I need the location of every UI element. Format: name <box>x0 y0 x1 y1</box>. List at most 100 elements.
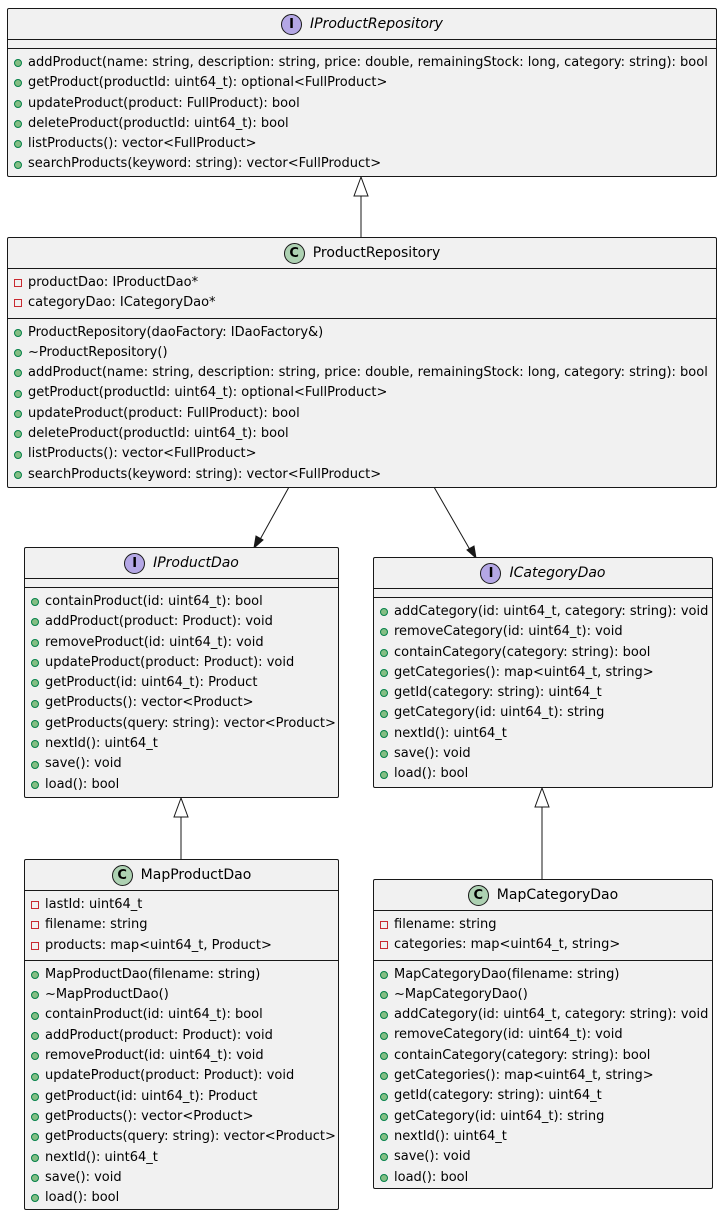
public-visibility-icon <box>380 729 388 738</box>
method-signature: removeCategory(id: uint64_t): void <box>394 624 623 640</box>
method-signature: containCategory(category: string): bool <box>394 1047 651 1063</box>
method-row: getProducts(): vector<Product> <box>25 693 338 713</box>
public-visibility-icon <box>31 1174 39 1182</box>
method-row: nextId(): uint64_t <box>374 1127 712 1147</box>
method-row: nextId(): uint64_t <box>25 1148 338 1168</box>
public-visibility-icon <box>31 971 39 980</box>
public-visibility-icon <box>14 99 22 108</box>
method-signature: load(): bool <box>394 766 469 782</box>
public-visibility-icon <box>380 1092 388 1101</box>
class-name: IProductRepository <box>310 16 443 32</box>
private-visibility-icon <box>31 901 39 910</box>
public-visibility-icon <box>31 659 39 668</box>
method-signature: MapProductDao(filename: string) <box>45 966 261 982</box>
public-visibility-icon <box>31 1092 39 1101</box>
method-row: addProduct(product: Product): void <box>25 1026 338 1046</box>
method-signature: getProducts(): vector<Product> <box>45 695 254 711</box>
method-row: load(): bool <box>374 764 712 784</box>
interface-badge-icon: I <box>124 552 146 574</box>
method-row: load(): bool <box>25 1188 338 1208</box>
field-signature: categories: map<uint64_t, string> <box>394 937 621 953</box>
method-signature: addCategory(id: uint64_t, category: stri… <box>394 1007 709 1023</box>
method-signature: removeProduct(id: uint64_t): void <box>45 1048 264 1064</box>
method-row: ProductRepository(daoFactory: IDaoFactor… <box>8 323 716 343</box>
method-signature: listProducts(): vector<FullProduct> <box>28 136 257 152</box>
method-row: removeProduct(id: uint64_t): void <box>25 633 338 653</box>
public-visibility-icon <box>14 79 22 88</box>
method-signature: updateProduct(product: FullProduct): boo… <box>28 95 300 111</box>
method-signature: deleteProduct(productId: uint64_t): bool <box>28 426 289 442</box>
association-arrowhead-categorydao <box>466 545 477 560</box>
method-row: addProduct(name: string, description: st… <box>8 363 716 383</box>
method-row: searchProducts(keyword: string): vector<… <box>8 154 716 174</box>
public-visibility-icon <box>31 719 39 728</box>
public-visibility-icon <box>380 1173 388 1182</box>
public-visibility-icon <box>31 1011 39 1020</box>
fields-compartment: filename: string categories: map<uint64_… <box>374 911 712 961</box>
method-signature: containProduct(id: uint64_t): bool <box>45 1007 263 1023</box>
method-signature: nextId(): uint64_t <box>394 725 507 741</box>
method-signature: getProducts(): vector<Product> <box>45 1108 254 1124</box>
association-line-productdao <box>256 486 290 546</box>
method-row: save(): void <box>374 1147 712 1167</box>
method-signature: load(): bool <box>45 1190 120 1206</box>
public-visibility-icon <box>380 689 388 698</box>
method-row: MapCategoryDao(filename: string) <box>374 965 712 985</box>
public-visibility-icon <box>31 1072 39 1081</box>
methods-compartment: ProductRepository(daoFactory: IDaoFactor… <box>8 319 716 489</box>
method-row: getProduct(id: uint64_t): Product <box>25 673 338 693</box>
method-signature: getCategories(): map<uint64_t, string> <box>394 664 654 680</box>
realization-arrowhead-mapproductdao <box>173 796 189 818</box>
method-row: removeProduct(id: uint64_t): void <box>25 1046 338 1066</box>
fields-compartment: lastId: uint64_t filename: string produc… <box>25 891 338 961</box>
public-visibility-icon <box>14 409 22 418</box>
method-signature: listProducts(): vector<FullProduct> <box>28 446 257 462</box>
public-visibility-icon <box>31 740 39 749</box>
method-row: getId(category: string): uint64_t <box>374 683 712 703</box>
public-visibility-icon <box>31 991 39 1000</box>
method-row: containProduct(id: uint64_t): bool <box>25 1005 338 1025</box>
fields-compartment <box>8 40 716 49</box>
method-signature: addCategory(id: uint64_t, category: stri… <box>394 604 709 619</box>
public-visibility-icon <box>380 628 388 637</box>
class-header: I IProductDao <box>25 548 338 579</box>
interface-badge-icon: I <box>281 13 303 35</box>
public-visibility-icon <box>14 120 22 129</box>
method-signature: getProduct(productId: uint64_t): optiona… <box>28 75 388 91</box>
public-visibility-icon <box>31 598 39 607</box>
public-visibility-icon <box>380 750 388 759</box>
method-signature: ProductRepository(daoFactory: IDaoFactor… <box>28 324 324 340</box>
class-name: ICategoryDao <box>509 565 606 581</box>
method-row: updateProduct(product: FullProduct): boo… <box>8 404 716 424</box>
class-name: ProductRepository <box>312 245 441 261</box>
method-signature: load(): bool <box>45 776 120 792</box>
method-signature: deleteProduct(productId: uint64_t): bool <box>28 115 289 131</box>
method-row: getProducts(query: string): vector<Produ… <box>25 1127 338 1147</box>
method-row: ~ProductRepository() <box>8 343 716 363</box>
public-visibility-icon <box>31 1052 39 1061</box>
method-signature: save(): void <box>45 1169 122 1185</box>
public-visibility-icon <box>31 1113 39 1122</box>
method-row: listProducts(): vector<FullProduct> <box>8 134 716 154</box>
public-visibility-icon <box>380 1051 388 1060</box>
class-name: MapCategoryDao <box>496 887 619 903</box>
method-row: load(): bool <box>25 775 338 795</box>
method-row: getProduct(productId: uint64_t): optiona… <box>8 383 716 403</box>
class-badge-icon: C <box>283 242 305 264</box>
method-row: getCategories(): map<uint64_t, string> <box>374 663 712 683</box>
method-row: getProduct(id: uint64_t): Product <box>25 1087 338 1107</box>
method-row: getCategories(): map<uint64_t, string> <box>374 1066 712 1086</box>
class-name: MapProductDao <box>140 867 252 883</box>
method-signature: getProduct(id: uint64_t): Product <box>45 1088 258 1104</box>
fields-compartment <box>374 589 712 598</box>
class-iproductdao: I IProductDao containProduct(id: uint64_… <box>24 547 339 798</box>
public-visibility-icon <box>14 369 22 378</box>
public-visibility-icon <box>380 709 388 718</box>
public-visibility-icon <box>380 770 388 779</box>
fields-compartment: productDao: IProductDao* categoryDao: IC… <box>8 269 716 319</box>
private-visibility-icon <box>380 921 388 930</box>
method-signature: getCategory(id: uint64_t): string <box>394 1108 605 1124</box>
public-visibility-icon <box>14 59 22 68</box>
public-visibility-icon <box>14 430 22 439</box>
method-row: addCategory(id: uint64_t, category: stri… <box>374 602 712 622</box>
